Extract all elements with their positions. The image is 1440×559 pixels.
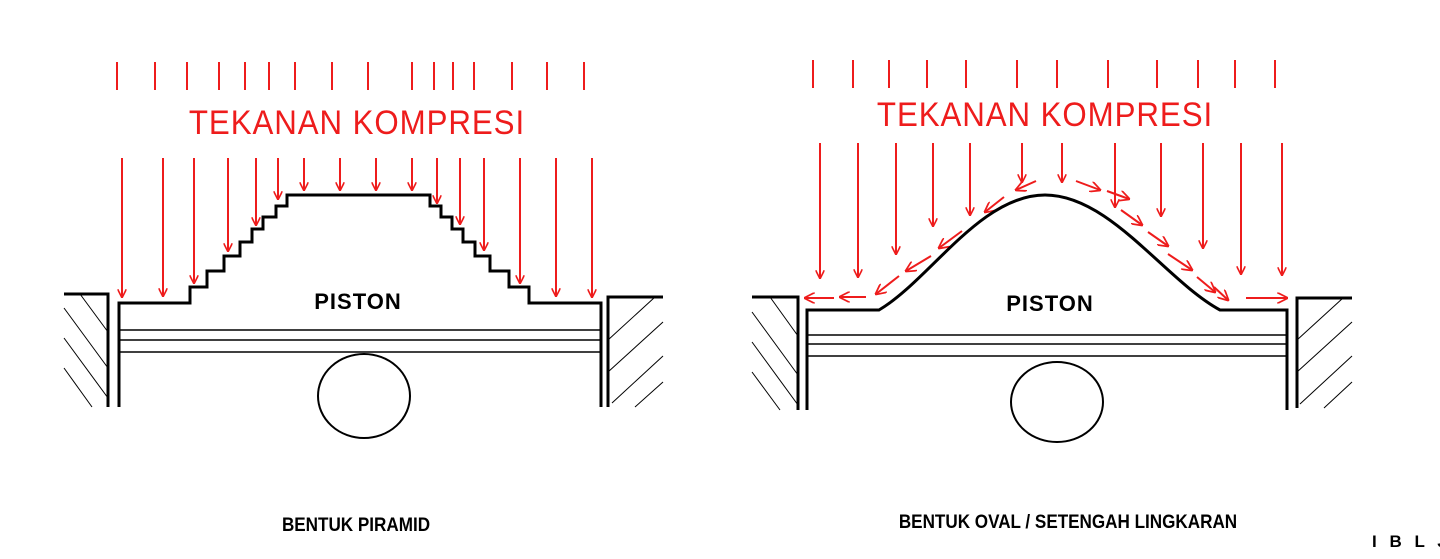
cylinder-wall-right-oval — [1295, 296, 1353, 409]
pyramid-diagram: TEKANAN KOMPRESI — [63, 62, 664, 535]
piston-pin-left — [317, 353, 411, 439]
deflection-arrow — [1167, 253, 1192, 270]
pressure-ticks-right — [812, 60, 1276, 88]
pressure-label-left: TEKANAN KOMPRESI — [189, 103, 525, 142]
caption-right: BENTUK OVAL / SETENGAH LINGKARAN — [899, 511, 1237, 532]
cylinder-wall-left-oval — [751, 295, 800, 411]
pressure-label-right: TEKANAN KOMPRESI — [877, 95, 1213, 134]
deflection-arrow — [939, 230, 963, 248]
cylinder-wall-left — [63, 292, 110, 408]
deflection-arrow — [1213, 286, 1228, 300]
oval-diagram: TEKANAN KOMPRESI — [751, 60, 1353, 532]
pressure-arrows-left — [122, 158, 592, 297]
pressure-ticks-left — [116, 62, 585, 90]
piston-body-left — [117, 193, 603, 407]
piston-pin-right — [1010, 361, 1104, 443]
deflection-arrow — [1106, 190, 1129, 199]
deflection-arrow — [876, 275, 900, 294]
deflection-arrow — [906, 255, 932, 271]
piston-label-right: PISTON — [1006, 291, 1094, 316]
deflection-arrow — [985, 196, 1005, 212]
caption-left: BENTUK PIRAMID — [282, 514, 430, 535]
deflection-arrow — [1075, 180, 1100, 190]
credit-label: I B L J — [1372, 532, 1440, 551]
deflection-arrow — [1196, 276, 1215, 292]
cylinder-wall-right — [606, 295, 664, 408]
deflection-arrows-right — [805, 180, 1287, 300]
deflection-arrow — [1120, 209, 1142, 225]
piston-body-right — [805, 193, 1289, 410]
deflection-arrow — [1147, 231, 1168, 246]
pressure-arrows-right — [820, 143, 1282, 278]
deflection-arrow — [1016, 180, 1037, 190]
piston-label-left: PISTON — [314, 289, 402, 314]
